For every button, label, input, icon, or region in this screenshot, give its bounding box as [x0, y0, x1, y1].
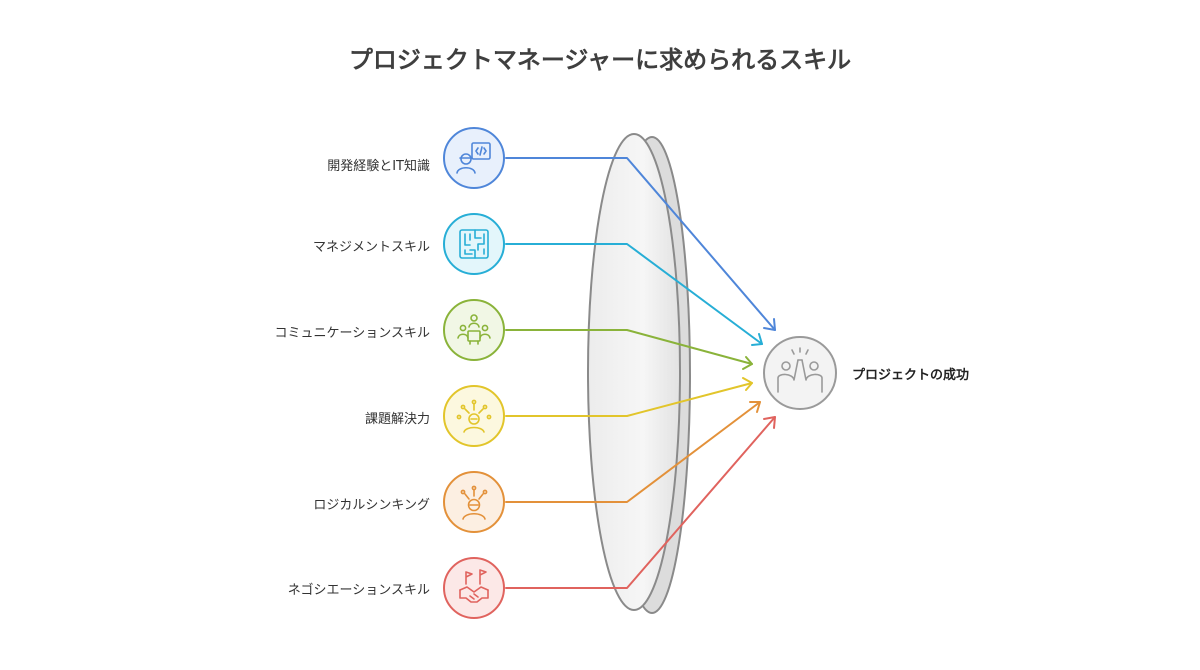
connector-management [505, 243, 763, 345]
connector-management-arrow [751, 333, 763, 346]
high-five-icon [777, 347, 823, 393]
skill-node-it-knowledge [443, 127, 505, 189]
connector-communication [505, 329, 753, 365]
connector-communication-arrow [742, 356, 753, 370]
goal-node [763, 336, 837, 410]
maze-icon [459, 229, 489, 259]
connector-it-knowledge [505, 157, 776, 331]
lens-shape [587, 133, 691, 614]
connector-it-knowledge-arrow [763, 318, 776, 331]
thinking-person-icon [460, 485, 488, 520]
skill-label-problem-solving: 課題解決力 [364, 412, 430, 427]
skill-label-management: マネジメントスキル [312, 240, 430, 255]
connector-logical-thinking-arrow [749, 401, 761, 413]
handshake-icon [459, 569, 489, 603]
skill-label-negotiation: ネゴシエーションスキル [287, 583, 430, 598]
connector-problem-solving [505, 382, 753, 417]
skill-node-communication [443, 299, 505, 361]
goal-label: プロジェクトの成功 [852, 368, 970, 383]
skill-label-communication: コミュニケーションスキル [274, 326, 430, 341]
connector-problem-solving-arrow [742, 377, 753, 391]
connector-negotiation [505, 416, 776, 589]
diagram-title: プロジェクトマネージャーに求められるスキル [348, 46, 852, 74]
developer-code-icon [456, 142, 491, 174]
skill-node-problem-solving [443, 385, 505, 447]
skill-label-it-knowledge: 開発経験とIT知識 [327, 159, 430, 174]
skill-node-negotiation [443, 557, 505, 619]
skill-node-management [443, 213, 505, 275]
idea-person-icon [456, 399, 492, 433]
skill-node-logical-thinking [443, 471, 505, 533]
meeting-icon [457, 314, 491, 345]
connector-logical-thinking [505, 401, 761, 503]
connector-negotiation-arrow [763, 416, 776, 429]
skill-label-logical-thinking: ロジカルシンキング [313, 498, 430, 513]
